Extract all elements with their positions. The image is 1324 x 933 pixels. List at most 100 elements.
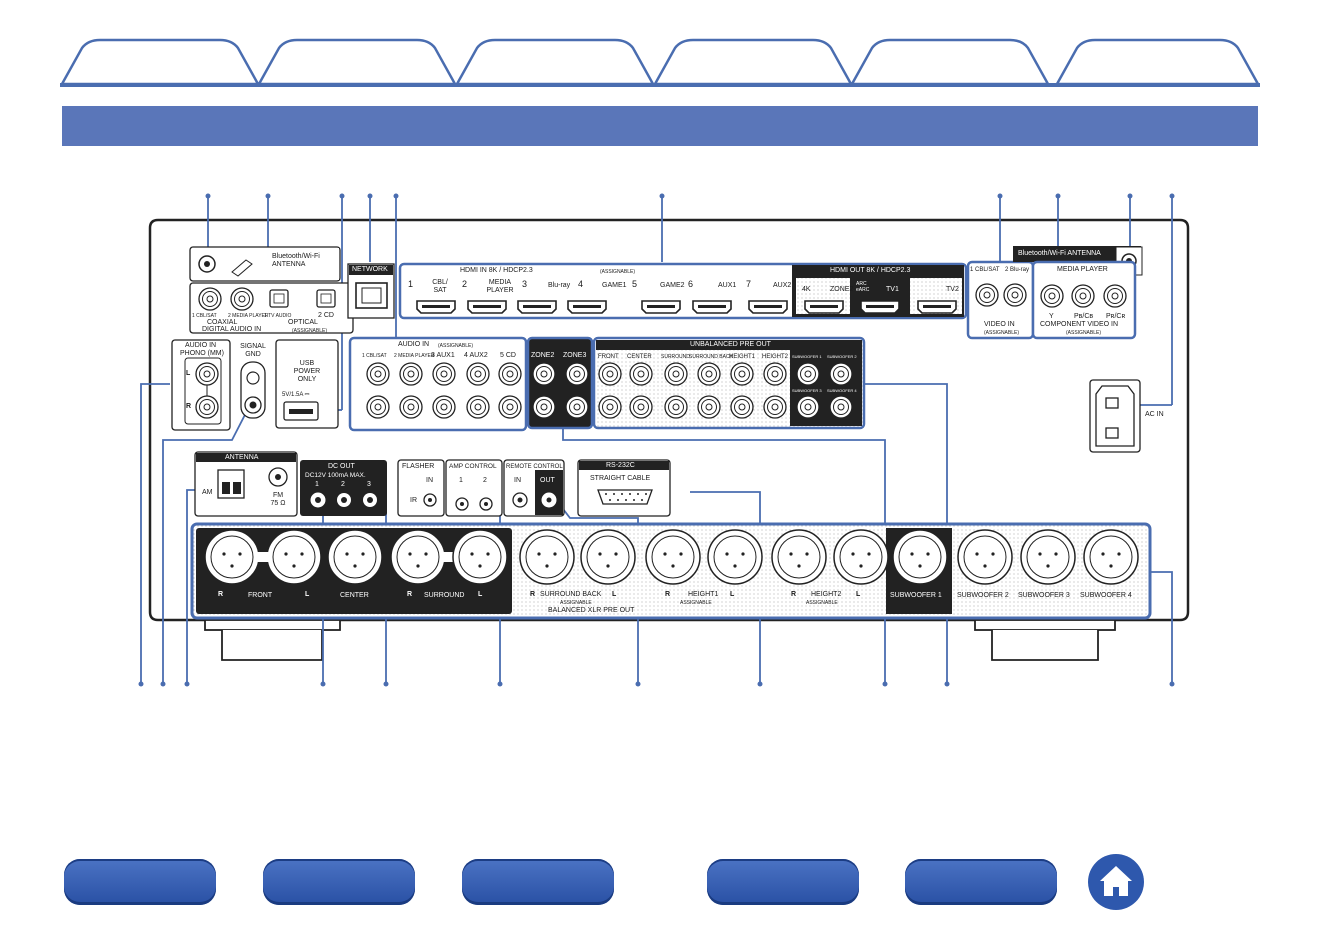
hdmi-in-6-name: AUX1: [718, 282, 737, 289]
bt-antenna-right-box: [1013, 246, 1141, 262]
component-y: Y: [1049, 313, 1054, 320]
unbal-front: FRONT: [598, 354, 619, 360]
hdmi-in-5-num: 5: [632, 279, 638, 289]
flasher-in: IN: [426, 477, 433, 484]
video-in-label-1: 1 CBL/SAT: [970, 267, 1000, 273]
rs232-sub: STRAIGHT CABLE: [590, 475, 651, 482]
phono-l: L: [186, 370, 191, 377]
footer-button-3[interactable]: [462, 859, 614, 905]
antenna-box: [194, 451, 298, 517]
xlr-sub1-label: SUBWOOFER 1: [890, 592, 942, 599]
component-pr: Pʀ/Cʀ: [1106, 313, 1126, 320]
hdmi-in-4-num: 4: [578, 279, 584, 289]
xlr-front-label: FRONT: [248, 592, 273, 599]
xlr-sb-l: L: [612, 591, 617, 598]
phono-r: R: [186, 403, 192, 410]
bt-antenna-right-label: Bluetooth/Wi-Fi ANTENNA: [1018, 250, 1101, 257]
network-label: NETWORK: [352, 266, 388, 273]
coax-label-1: 1 CBL/SAT: [192, 313, 217, 319]
ac-in-label: AC IN: [1145, 411, 1164, 418]
right-foot: [974, 619, 1116, 661]
zone3-label: ZONE3: [563, 352, 587, 359]
xlr-h2-l: L: [856, 591, 861, 598]
dc-out-3: 3: [367, 481, 371, 488]
xlr-sub2-label: SUBWOOFER 2: [957, 592, 1009, 599]
hdmi-in-1-name: CBL/ SAT: [432, 279, 448, 294]
hdmi-in-7-num: 7: [746, 279, 752, 289]
flasher-title: FLASHER: [402, 463, 435, 470]
xlr-sub3-label: SUBWOOFER 3: [1018, 592, 1070, 599]
optical-label-2: 2 CD: [318, 312, 334, 319]
optical-label: OPTICAL: [288, 319, 318, 326]
hdmi-out-4k: 4K: [802, 286, 811, 293]
dc-out-2: 2: [341, 481, 345, 488]
antenna-am: AM: [202, 489, 213, 496]
section-banner: [62, 106, 1258, 146]
unbal-center: CENTER: [627, 354, 652, 360]
component-title: COMPONENT VIDEO IN: [1040, 321, 1119, 328]
remote-in: IN: [514, 477, 521, 484]
home-icon: [1100, 866, 1132, 896]
hdmi-in-5-name: GAME2: [660, 282, 685, 289]
hdmi-out-zone2: ZONE2: [830, 286, 854, 293]
dc-out-title: DC OUT: [328, 463, 355, 470]
dc-out-rating: DC12V 100mA MAX.: [305, 472, 366, 479]
amp-control-2: 2: [483, 477, 487, 484]
hdmi-in-title: HDMI IN 8K / HDCP2.3: [460, 267, 533, 274]
hdmi-in-7-name: AUX2: [773, 282, 792, 289]
hdmi-in-6-num: 6: [688, 279, 694, 289]
audio-in-label-3: 3 AUX1: [431, 352, 455, 359]
hdmi-out-arc: ARC eARC: [856, 281, 870, 293]
antenna-title: ANTENNA: [225, 454, 259, 461]
unbal-sub4: SUBWOOFER 4: [827, 388, 857, 393]
bt-antenna-left-label: Bluetooth/Wi-Fi ANTENNA: [272, 253, 320, 268]
hdmi-in-2-num: 2: [462, 279, 468, 289]
xlr-h1-l: L: [730, 591, 735, 598]
unbalanced-title: UNBALANCED PRE OUT: [690, 341, 771, 348]
amp-control-title: AMP CONTROL: [449, 463, 497, 470]
left-foot: [204, 619, 341, 661]
video-in-title: VIDEO IN: [984, 321, 1015, 328]
component-assignable: (ASSIGNABLE): [1066, 330, 1102, 336]
phono-title: AUDIO IN: [185, 342, 217, 349]
unbal-height2: HEIGHT2: [762, 354, 789, 360]
chapter-tab-3[interactable]: [455, 38, 655, 84]
xlr-h2-label: HEIGHT2: [811, 591, 842, 598]
footer-button-1[interactable]: [64, 859, 216, 905]
xlr-surround-r: R: [407, 591, 413, 598]
xlr-sb-r: R: [530, 591, 536, 598]
footer-button-4[interactable]: [707, 859, 859, 905]
chapter-tab-4[interactable]: [653, 38, 853, 84]
coaxial-label: COAXIAL: [207, 319, 238, 326]
xlr-h2-r: R: [791, 591, 797, 598]
xlr-sub4-label: SUBWOOFER 4: [1080, 592, 1132, 599]
hdmi-in-3-num: 3: [522, 279, 528, 289]
remote-out: OUT: [540, 477, 555, 484]
component-pb: Pʙ/Cʙ: [1074, 313, 1094, 320]
hdmi-in-4-name: GAME1: [602, 282, 627, 289]
home-button[interactable]: [1088, 854, 1144, 910]
zone2-label: ZONE2: [531, 352, 555, 359]
xlr-sb-label: SURROUND BACK: [540, 591, 602, 598]
tab-underline: [60, 83, 1260, 87]
chapter-tab-1[interactable]: [60, 38, 260, 84]
chapter-tab-bar: [0, 0, 1324, 90]
audio-in-label-4: 4 AUX2: [464, 352, 488, 359]
audio-in-label-1: 1 CBL/SAT: [362, 353, 387, 359]
xlr-front-r: R: [218, 591, 224, 598]
footer-button-2[interactable]: [263, 859, 415, 905]
audio-in-assignable: (ASSIGNABLE): [438, 343, 474, 349]
xlr-h1-label: HEIGHT1: [688, 591, 719, 598]
xlr-h2-assignable: ASSIGNABLE: [806, 600, 838, 606]
unbal-height1: HEIGHT1: [729, 354, 756, 360]
chapter-tab-5[interactable]: [850, 38, 1050, 84]
chapter-tab-6[interactable]: [1055, 38, 1260, 84]
phono-sub: PHONO (MM): [180, 350, 224, 357]
footer-button-5[interactable]: [905, 859, 1057, 905]
audio-in-title: AUDIO IN: [398, 341, 430, 348]
audio-in-label-2: 2 MEDIA PLAYER: [394, 353, 435, 359]
component-head: MEDIA PLAYER: [1057, 266, 1108, 273]
chapter-tab-2[interactable]: [257, 38, 457, 84]
xlr-surround-l: L: [478, 591, 483, 598]
unbal-sub1: SUBWOOFER 1: [792, 354, 822, 359]
